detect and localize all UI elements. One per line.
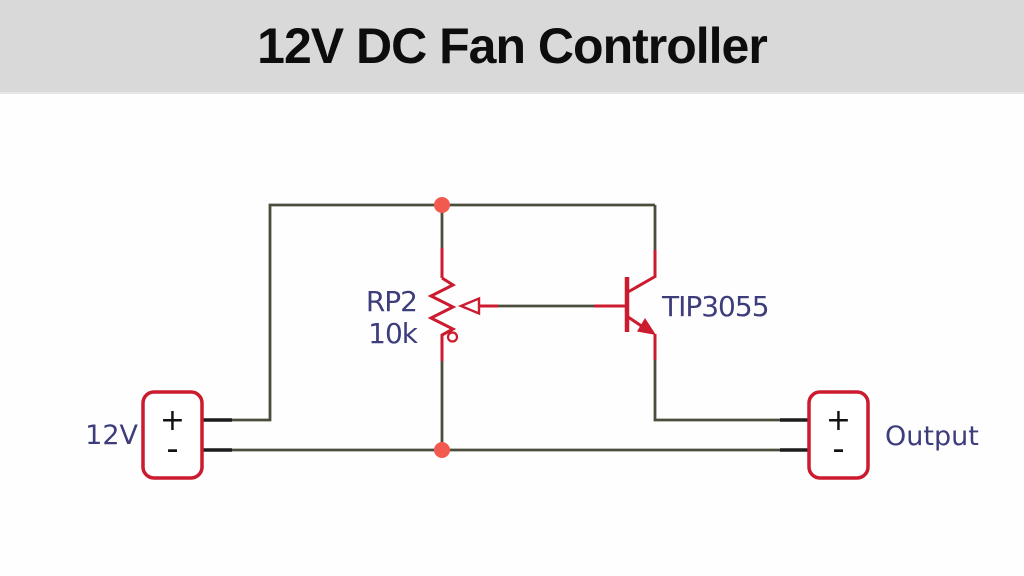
header-bar: 12V DC Fan Controller	[0, 0, 1024, 94]
transistor-collector-diagonal	[627, 274, 657, 294]
wires	[203, 203, 809, 452]
wire-top-and-left	[203, 203, 655, 422]
source-plus-terminal: +	[159, 403, 186, 438]
output-minus-terminal: -	[832, 429, 845, 469]
page-title: 12V DC Fan Controller	[257, 18, 768, 74]
potentiometer-ref-label: RP2	[365, 285, 418, 318]
pot-zigzag	[427, 276, 457, 361]
transistor-symbol	[594, 250, 657, 360]
source-label: 12V	[85, 420, 138, 451]
transistor-emitter-arrowhead	[637, 318, 656, 335]
transistor-ref-label: TIP3055	[662, 290, 770, 323]
pot-terminal-ring	[446, 331, 459, 343]
junction-dot-top	[434, 197, 450, 213]
junction-dot-bottom	[434, 442, 450, 458]
wire-emitter-to-output	[653, 359, 809, 422]
pot-wiper-arrowhead	[457, 296, 481, 316]
potentiometer-symbol	[427, 248, 498, 361]
source-terminal-box	[141, 390, 204, 480]
output-plus-terminal: +	[825, 403, 852, 438]
source-minus-terminal: -	[166, 429, 179, 469]
potentiometer-value-label: 10k	[368, 317, 418, 350]
pin-stubs	[203, 418, 809, 452]
output-terminal-box	[807, 390, 870, 480]
output-label: Output	[885, 421, 979, 452]
